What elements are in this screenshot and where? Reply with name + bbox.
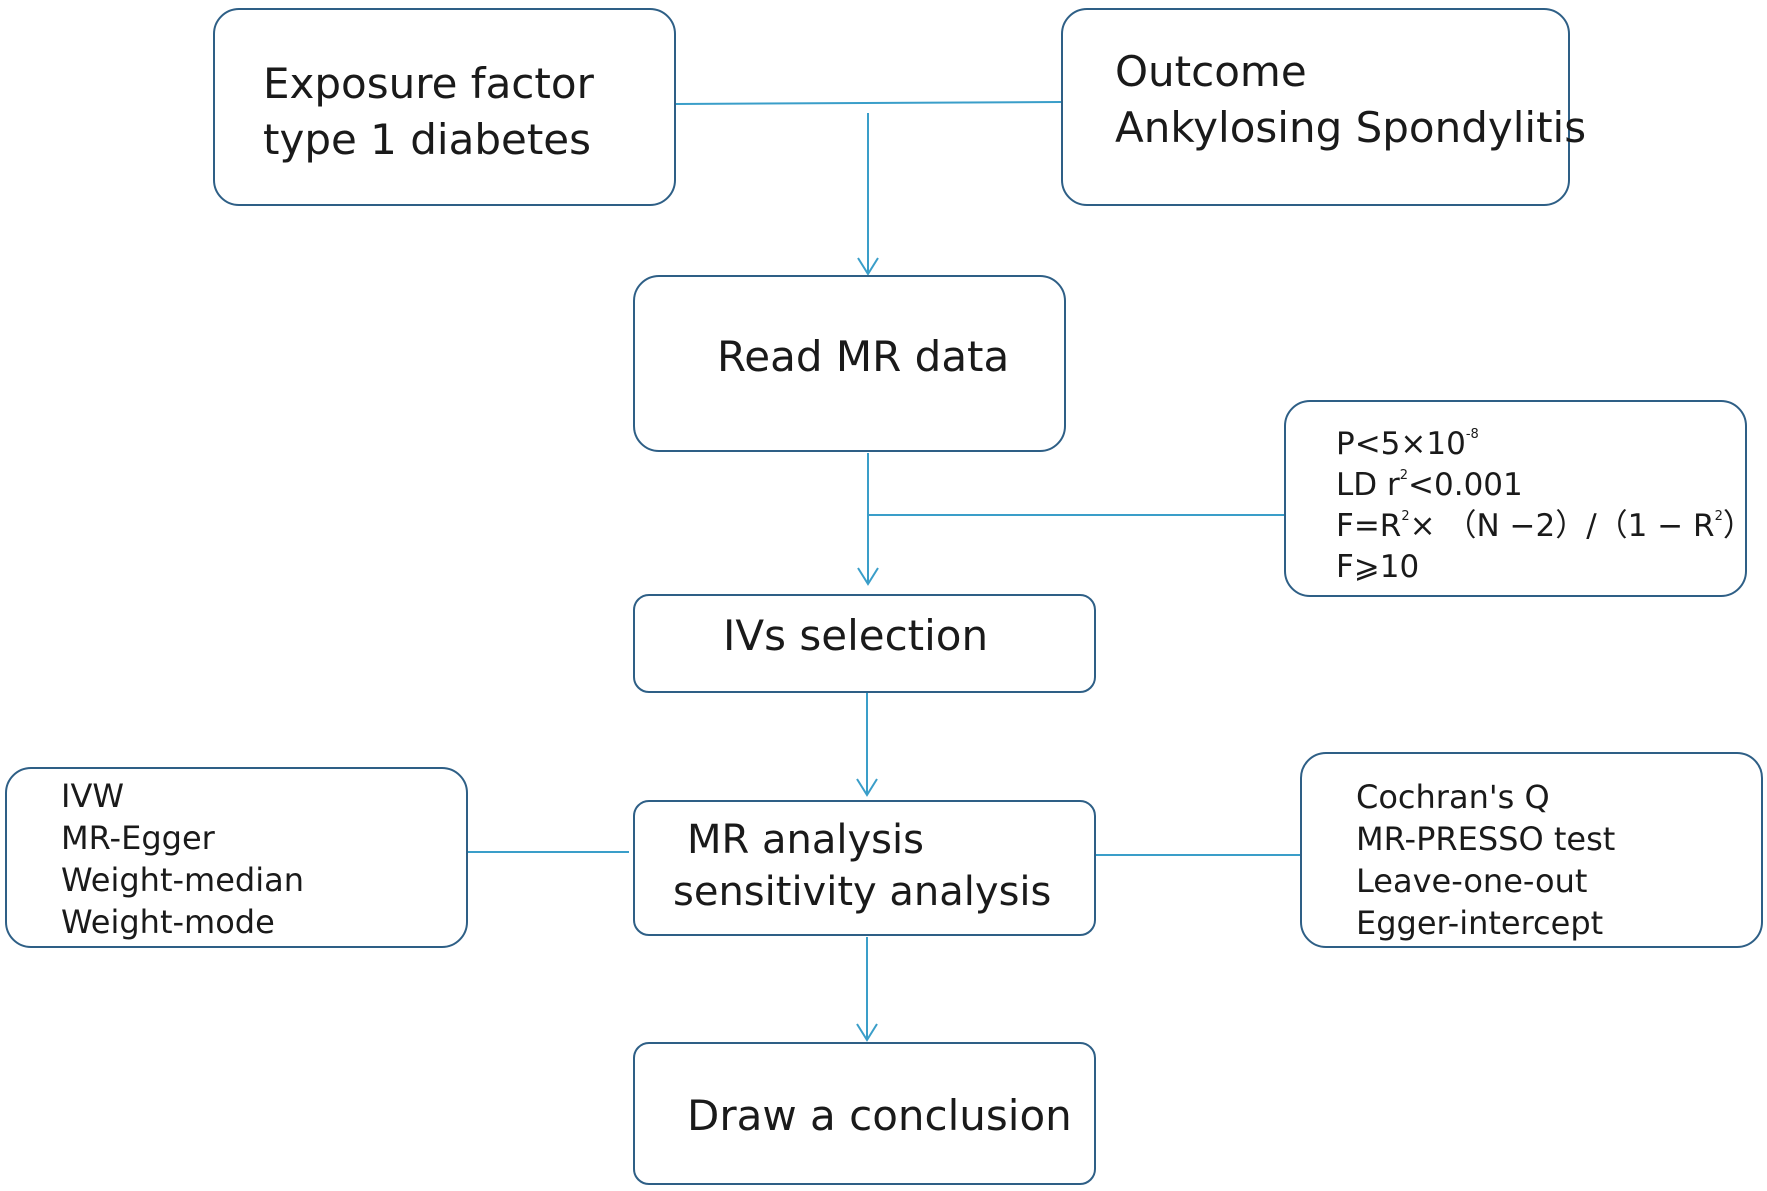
- method-mr-egger: MR-Egger: [61, 819, 215, 857]
- mr-analysis-box: MR analysis sensitivity analysis: [633, 800, 1096, 936]
- iv-criteria-text: P<5×10-8 LD r2<0.001 F=R2× （N −2）/（1 − R…: [1336, 424, 1754, 588]
- read-mr-data-text: Read MR data: [717, 329, 1009, 385]
- analysis-line-1: MR analysis: [687, 817, 924, 863]
- mr-methods-list: IVW MR-Egger Weight-median Weight-mode: [61, 775, 304, 943]
- exposure-factor-box: Exposure factor type 1 diabetes: [213, 8, 676, 206]
- exposure-line-1: Exposure factor: [263, 59, 594, 108]
- ivs-selection-box: IVs selection: [633, 594, 1096, 693]
- method-weight-mode: Weight-mode: [61, 903, 275, 941]
- mr-analysis-text: MR analysis sensitivity analysis: [673, 814, 1051, 918]
- exposure-factor-text: Exposure factor type 1 diabetes: [263, 56, 594, 168]
- f-formula-suffix: ）: [1722, 508, 1754, 544]
- f-formula-middle: × （N −2）/（1 − R: [1409, 508, 1715, 544]
- f-formula-exponent-2: 2: [1714, 509, 1723, 524]
- read-mr-data-box: Read MR data: [633, 275, 1066, 452]
- iv-criteria-box: P<5×10-8 LD r2<0.001 F=R2× （N −2）/（1 − R…: [1284, 400, 1754, 597]
- read-mr-data-label: Read MR data: [717, 332, 1010, 381]
- test-cochrans-q: Cochran's Q: [1356, 778, 1550, 816]
- outcome-box: Outcome Ankylosing Spondylitis: [1061, 8, 1586, 206]
- arrowhead-conclusion: [856, 1023, 878, 1042]
- conclusion-box: Draw a conclusion: [633, 1042, 1096, 1185]
- ld-line: LD r2<0.001: [1336, 465, 1754, 506]
- f-threshold-line: F⩾10: [1336, 549, 1420, 585]
- p-threshold-base: P<5×10: [1336, 426, 1466, 462]
- outcome-line-2: Ankylosing Spondylitis: [1115, 103, 1587, 152]
- arrowhead-read-data: [857, 257, 879, 276]
- ld-suffix: <0.001: [1408, 467, 1523, 503]
- conclusion-label: Draw a conclusion: [687, 1091, 1072, 1140]
- ivs-selection-label: IVs selection: [723, 611, 989, 660]
- f-formula-exponent: 2: [1401, 509, 1410, 524]
- arrowhead-ivs-selection: [857, 567, 879, 586]
- method-weight-median: Weight-median: [61, 861, 304, 899]
- exposure-line-2: type 1 diabetes: [263, 115, 592, 164]
- ld-exponent: 2: [1399, 468, 1409, 483]
- outcome-text: Outcome Ankylosing Spondylitis: [1115, 44, 1586, 156]
- mr-methods-box: IVW MR-Egger Weight-median Weight-mode: [5, 767, 468, 948]
- conclusion-text: Draw a conclusion: [687, 1088, 1072, 1144]
- test-leave-one-out: Leave-one-out: [1356, 862, 1588, 900]
- connector-exposure-outcome: [675, 101, 1062, 105]
- f-formula-line: F=R2× （N −2）/（1 − R2）: [1336, 506, 1754, 547]
- outcome-line-1: Outcome: [1115, 47, 1307, 96]
- method-ivw: IVW: [61, 777, 124, 815]
- p-threshold-exponent: -8: [1465, 427, 1479, 442]
- f-formula-prefix: F=R: [1336, 508, 1402, 544]
- ld-prefix: LD r: [1336, 467, 1400, 503]
- test-mr-presso: MR-PRESSO test: [1356, 820, 1616, 858]
- arrowhead-analysis: [856, 778, 878, 797]
- ivs-selection-text: IVs selection: [723, 608, 988, 664]
- analysis-line-2: sensitivity analysis: [673, 869, 1052, 915]
- sensitivity-tests-box: Cochran's Q MR-PRESSO test Leave-one-out…: [1300, 752, 1763, 948]
- p-threshold-line: P<5×10-8: [1336, 424, 1754, 465]
- test-egger-intercept: Egger-intercept: [1356, 904, 1604, 942]
- sensitivity-tests-list: Cochran's Q MR-PRESSO test Leave-one-out…: [1356, 776, 1615, 944]
